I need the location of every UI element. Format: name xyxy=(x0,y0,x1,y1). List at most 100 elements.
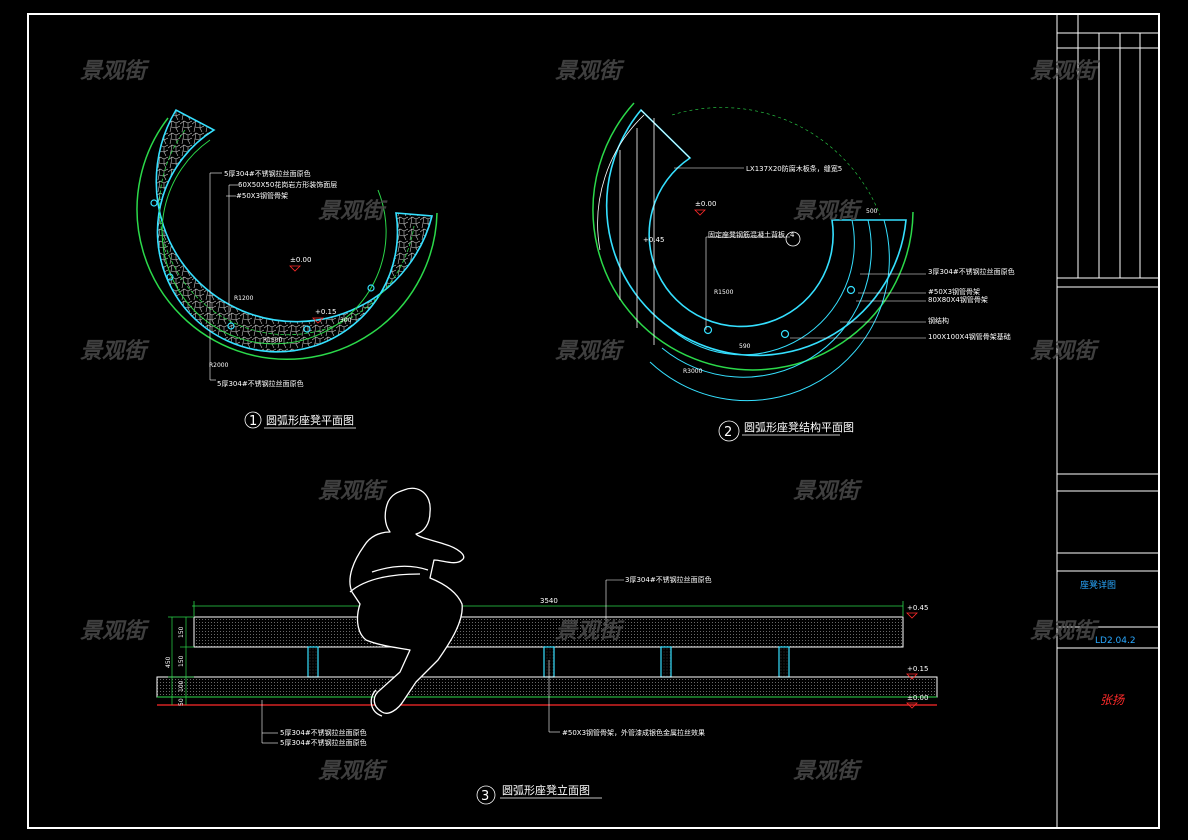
plan1-stone-band xyxy=(155,108,434,353)
elev3-title-group: 3 圆弧形座凳立面图 xyxy=(476,783,602,805)
elev3-note-2: 5厚304#不锈钢拉丝面原色 xyxy=(280,728,367,737)
plan2-note-5: 80X80X4钢管骨架 xyxy=(928,295,988,304)
plan2-dim: 500 xyxy=(866,208,878,215)
title-block xyxy=(1056,14,1159,828)
plan2-note-7: 100X100X4钢管骨架基础 xyxy=(928,332,1011,341)
plan2-green-arc xyxy=(671,107,881,216)
plan1-bolt xyxy=(166,273,174,281)
plan2-dim: 590 xyxy=(739,343,751,350)
plan2-number-circle xyxy=(718,420,740,442)
plan1-level-marker xyxy=(289,265,301,272)
plan1-note-4: 5厚304#不锈钢拉丝面原色 xyxy=(217,379,304,388)
plan1-dim: R1500 xyxy=(263,337,283,344)
plan2-number: 2 xyxy=(724,425,732,440)
plan2-ring xyxy=(649,219,890,402)
drawing-number: LD2.04.2 xyxy=(1095,636,1136,646)
watermark-logo: 景观街 xyxy=(793,759,863,784)
plan2-note-6: 钢结构 xyxy=(928,316,949,325)
plan2-outer-outline xyxy=(592,102,914,371)
plan2-section-number: 4 xyxy=(790,231,795,239)
plan1-bolt xyxy=(227,322,235,330)
elev3-base xyxy=(156,676,938,698)
watermark-logo: 景观街 xyxy=(1030,619,1100,644)
plan1-bolt xyxy=(150,199,158,207)
plan1-outer-outline xyxy=(136,117,438,361)
watermark-logo: 景观街 xyxy=(318,199,388,224)
plan1-note-2: 60X50X50花岗岩方形装饰面层 xyxy=(238,180,337,189)
plan1-title: 圆弧形座凳平面图 xyxy=(266,413,354,427)
watermark-logo: 景观街 xyxy=(555,59,625,84)
plan1-elevation-2: +0.15 xyxy=(315,308,336,316)
plan1-level-marker xyxy=(312,317,324,324)
plan2-post xyxy=(703,325,713,335)
plan2-elevation: ±0.00 xyxy=(695,200,716,208)
watermark-logo: 景观街 xyxy=(80,59,150,84)
elev3-height-dim: 100 xyxy=(178,680,185,692)
plan1-dim: 300 xyxy=(340,317,352,324)
watermark-logo: 景观街 xyxy=(555,619,625,644)
plan1-inner-outline xyxy=(156,129,399,353)
watermark-logo: 景观街 xyxy=(1030,59,1100,84)
elev3-number: 3 xyxy=(481,789,489,804)
plan1-note-3: #50X3钢管骨架 xyxy=(236,191,288,200)
elev3-note-3: 5厚304#不锈钢拉丝面原色 xyxy=(280,738,367,747)
plan2-note-2: 固定座凳钢筋混凝土背板 xyxy=(708,230,785,239)
plan2-note-1: LX137X20防腐木板条，缝宽5 xyxy=(746,164,842,173)
plan1-dim: R1200 xyxy=(234,295,254,302)
elev3-height-dim: 450 xyxy=(165,656,172,668)
watermark-logo: 景观街 xyxy=(80,619,150,644)
plan2-dim: R3000 xyxy=(683,368,703,375)
elev3-width-dim: 3540 xyxy=(540,597,558,605)
drawing-name: 座凳详图 xyxy=(1080,579,1116,591)
plan-2-drawing: LX137X20防腐木板条，缝宽5 固定座凳钢筋混凝土背板 3厚304#不锈钢拉… xyxy=(592,102,1015,402)
plan1-number: 1 xyxy=(249,414,257,429)
elev3-height-dim: 150 xyxy=(178,626,185,638)
elev3-level: +0.15 xyxy=(907,665,928,673)
elev3-number-circle xyxy=(476,785,496,805)
watermark-logo: 景观街 xyxy=(793,479,863,504)
plan2-deck-line xyxy=(597,114,645,251)
watermark-logo: 景观街 xyxy=(1030,339,1100,364)
watermark-logo: 景观街 xyxy=(318,479,388,504)
plan2-note-4: #50X3钢管骨架 xyxy=(928,287,980,296)
elev3-level: +0.45 xyxy=(907,604,928,612)
plan2-section-ref xyxy=(785,231,801,247)
elev3-height-dim: 50 xyxy=(178,698,185,706)
signature: 张扬 xyxy=(1100,693,1125,707)
plan2-dim: R1500 xyxy=(714,289,734,296)
elev3-level-marker xyxy=(906,702,918,709)
elev3-level: ±0.00 xyxy=(907,694,928,702)
sheet-border xyxy=(27,13,1160,829)
plan1-mid-line xyxy=(159,129,415,336)
elev3-note-1: 3厚304#不锈钢拉丝面原色 xyxy=(625,575,712,584)
plan2-post xyxy=(780,329,790,339)
plan1-inner-arc xyxy=(161,139,387,345)
plan2-title-group: 2 圆弧形座凳结构平面图 xyxy=(718,420,854,442)
watermark-logo: 景观街 xyxy=(80,339,150,364)
elev3-seat-top xyxy=(193,616,904,648)
elev3-note-4: #50X3钢管骨架，外管漆成银色金属拉丝效果 xyxy=(562,728,705,737)
plan2-body-outline xyxy=(605,108,907,357)
watermark-logo: 景观街 xyxy=(555,339,625,364)
elev3-level-marker xyxy=(906,673,918,680)
plan2-level-marker xyxy=(694,209,706,216)
plan2-elevation-2: +0.45 xyxy=(643,236,664,244)
plan1-dim: R2000 xyxy=(209,362,229,369)
plan2-title: 圆弧形座凳结构平面图 xyxy=(744,420,854,434)
elev3-level-marker xyxy=(906,612,918,619)
plan1-bolt xyxy=(367,284,375,292)
elevation-3-drawing: 3540 450 150 150 100 50 +0.45 +0.15 xyxy=(156,487,938,747)
plan1-title-group: 1 圆弧形座凳平面图 xyxy=(244,411,356,429)
plan1-elevation: ±0.00 xyxy=(290,256,311,264)
watermarks: 景观街 景观街 景观街 景观街 景观街 景观街 景观街 景观街 景观街 景观街 … xyxy=(80,59,1100,784)
elev3-post xyxy=(660,646,672,678)
watermark-logo: 景观街 xyxy=(318,759,388,784)
elev3-post xyxy=(307,646,319,678)
elev3-title: 圆弧形座凳立面图 xyxy=(502,783,590,797)
plan2-note-3: 3厚304#不锈钢拉丝面原色 xyxy=(928,267,1015,276)
elev3-height-dim: 150 xyxy=(178,655,185,667)
plan1-number-circle xyxy=(244,411,262,429)
person-silhouette xyxy=(349,487,465,717)
plan1-bolt xyxy=(303,325,311,333)
